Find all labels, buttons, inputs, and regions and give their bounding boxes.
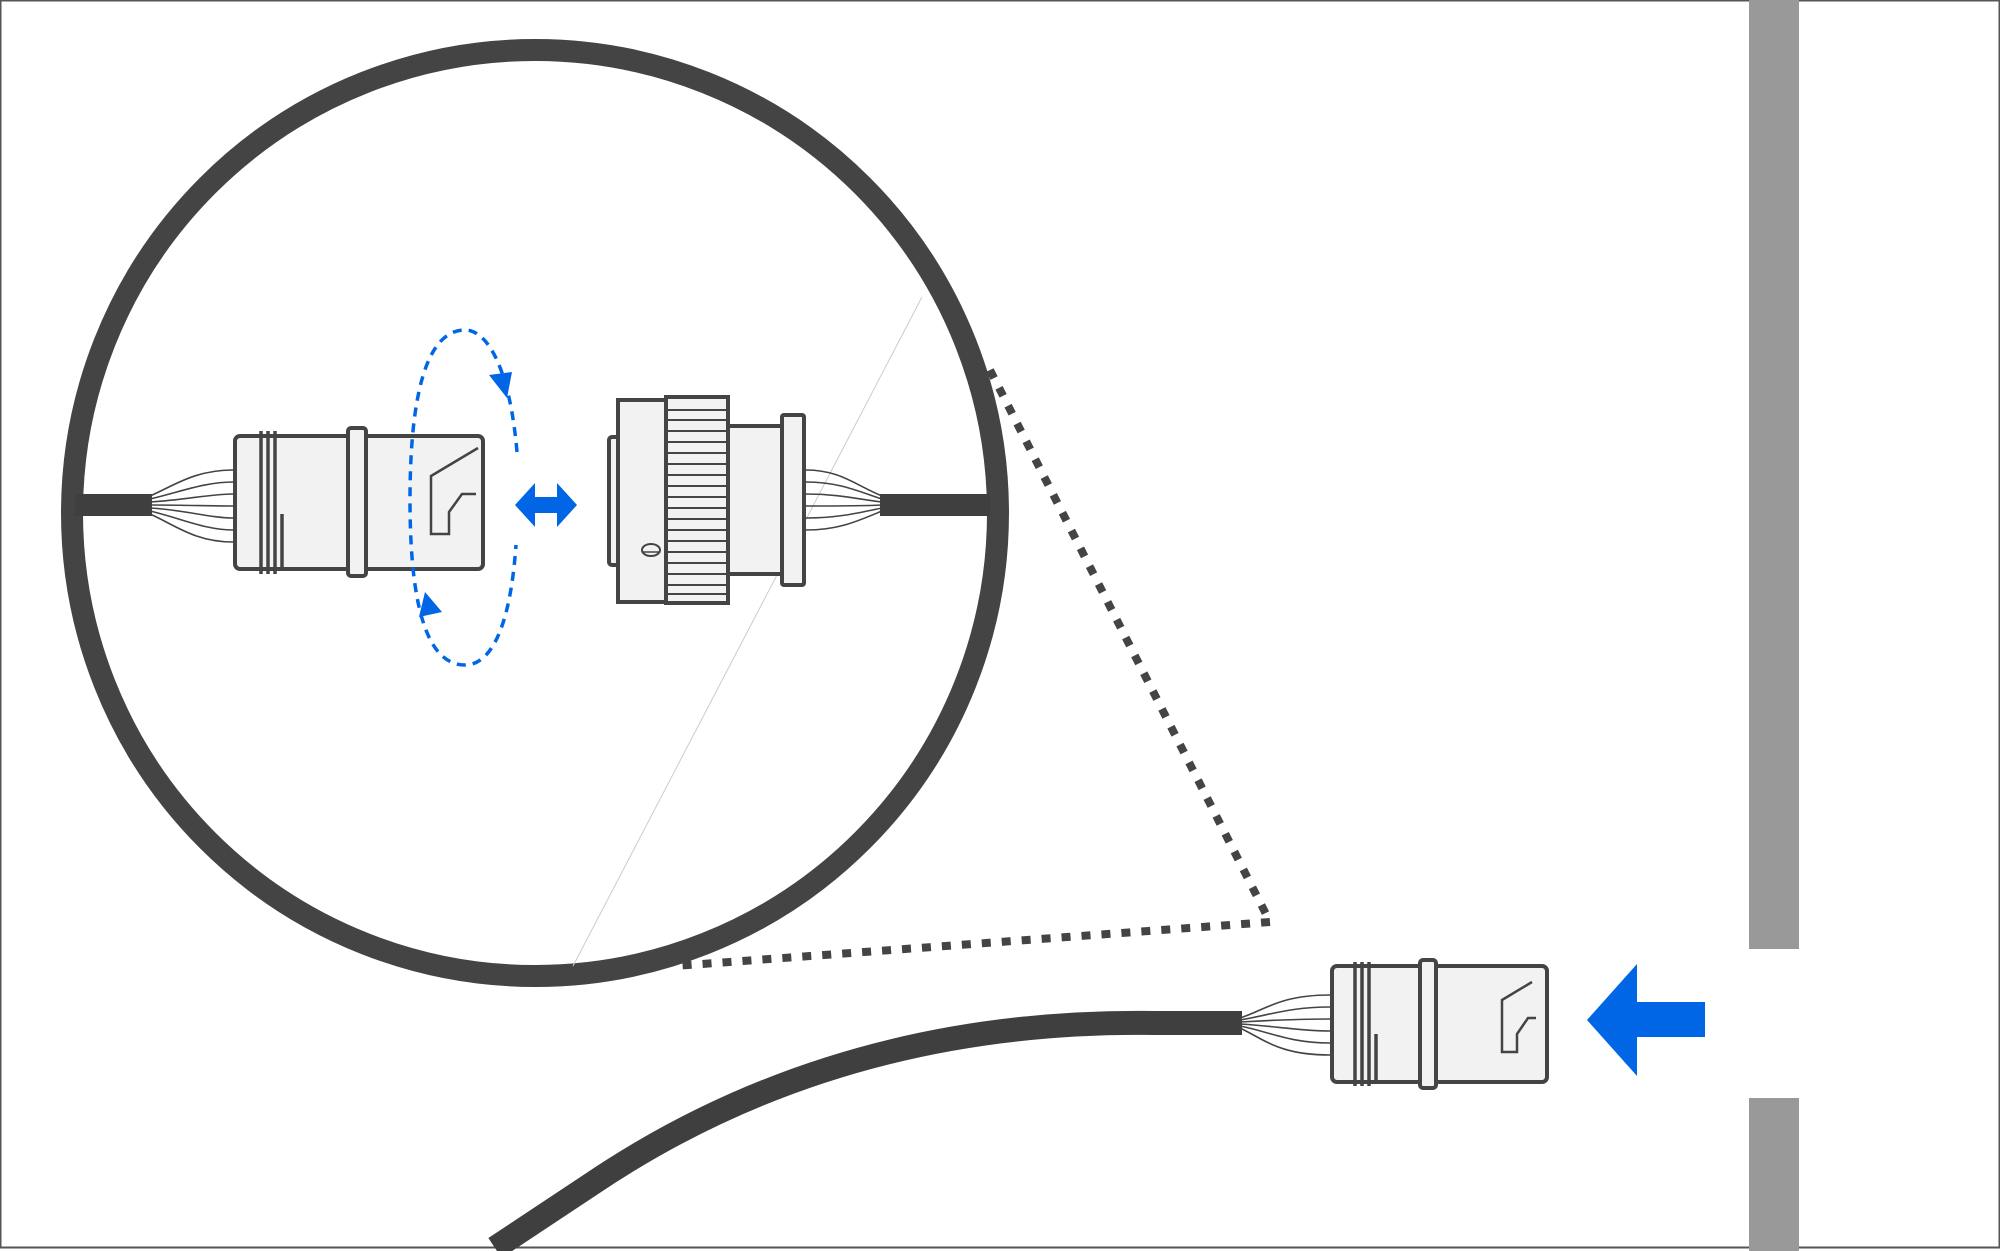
callout-pointer (674, 368, 1274, 970)
plug-magnified (233, 426, 485, 578)
wire-bundle (1239, 994, 1331, 1056)
wall-upper (1749, 0, 1799, 949)
wall-lower (1749, 1098, 1799, 1251)
plug-connector (1239, 958, 1549, 1090)
left-arrow-icon (1587, 964, 1705, 1076)
inset-contents (75, 296, 990, 967)
receptacle-magnified (607, 395, 990, 605)
cable (488, 1010, 1242, 1251)
double-arrow-icon (515, 483, 577, 527)
rotate-arrow-icon (408, 328, 519, 667)
